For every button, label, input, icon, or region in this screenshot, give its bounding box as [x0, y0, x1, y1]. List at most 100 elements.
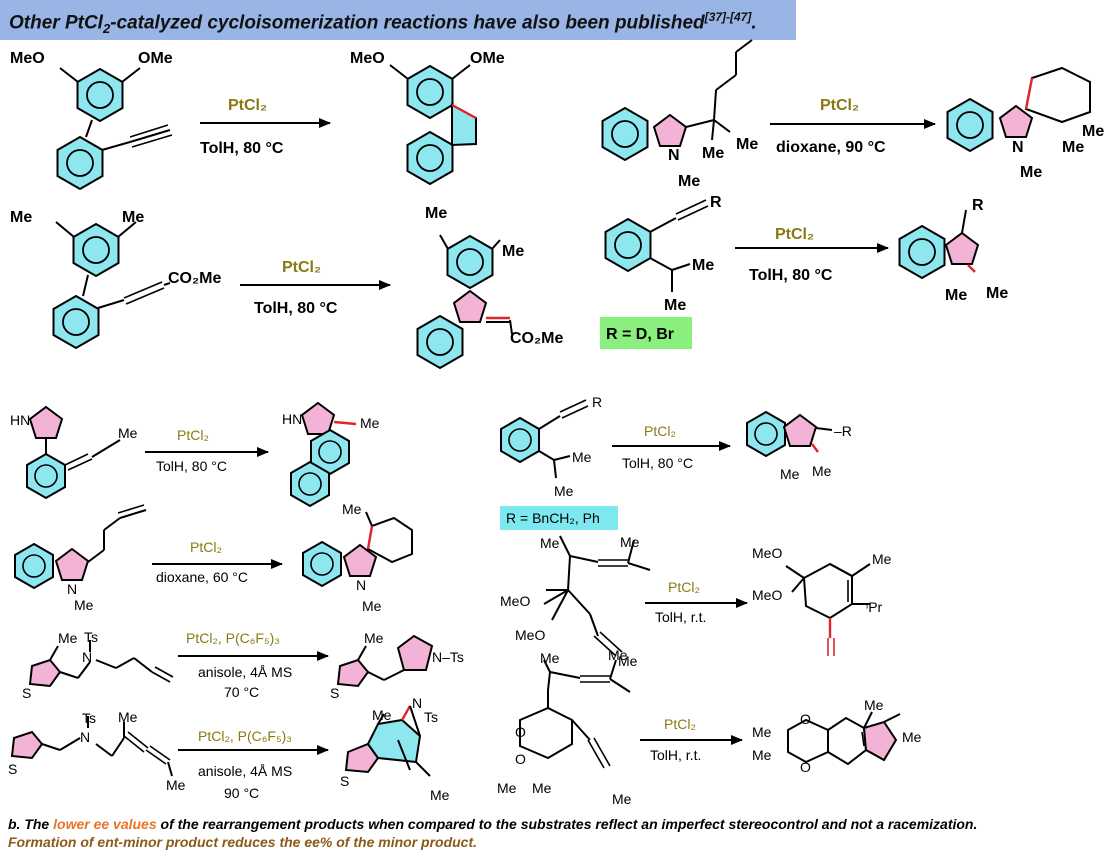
me-label: Me: [540, 535, 560, 551]
me-label: Me: [342, 501, 362, 517]
me-label: Me: [1082, 123, 1104, 140]
ts-label: Ts: [82, 710, 96, 726]
n-label: N: [82, 649, 92, 665]
r3-substrate: Me Me CO₂Me: [10, 209, 221, 349]
meo-label: MeO: [752, 545, 782, 561]
r5-arrow: PtCl₂ TolH, 80 °C: [145, 427, 269, 474]
me-label: Me: [532, 780, 552, 796]
nts-label: N–Ts: [432, 649, 464, 665]
me-label: Me: [864, 697, 884, 713]
me-label: Me: [425, 205, 447, 222]
footnote-text-cont: of the rearrangement products when compa…: [156, 816, 978, 832]
r9-catalyst: PtCl₂, P(C₆F₅)₃: [186, 630, 280, 646]
ipr-label: ᶦPr: [866, 599, 883, 615]
r6-catalyst: PtCl₂: [644, 423, 676, 439]
me-label: Me: [608, 647, 628, 663]
r2-catalyst: PtCl₂: [820, 97, 859, 114]
r8-product: MeO MeO Me ᶦPr: [752, 545, 892, 656]
me-label: Me: [692, 257, 714, 274]
r7-arrow: PtCl₂ dioxane, 60 °C: [152, 539, 283, 585]
me-label: Me: [540, 650, 560, 666]
r10-arrow: PtCl₂, P(C₆F₅)₃ anisole, 4Å MS 90 °C: [178, 728, 329, 801]
me-label: Me: [360, 415, 380, 431]
s-label: S: [330, 685, 339, 701]
r11-product: O O Me Me Me Me: [752, 697, 922, 775]
r3-product: Me Me CO₂Me: [416, 205, 563, 369]
me-label: Me: [74, 597, 94, 613]
footnote-highlight: lower ee values: [53, 816, 157, 832]
o-label: O: [515, 751, 526, 767]
r4-arrow: PtCl₂ TolH, 80 °C: [735, 226, 889, 284]
r11-arrow: PtCl₂ TolH, r.t.: [640, 716, 743, 763]
r4-conditions: TolH, 80 °C: [749, 267, 833, 284]
me-label: Me: [664, 297, 686, 314]
r3-arrow: PtCl₂ TolH, 80 °C: [240, 259, 391, 317]
n-label: N: [356, 577, 366, 593]
me-label: Me: [1062, 139, 1084, 156]
meo-label: MeO: [752, 587, 782, 603]
r11-conditions: TolH, r.t.: [650, 747, 701, 763]
me-label: Me: [752, 747, 772, 763]
me-label: Me: [812, 463, 832, 479]
me-label: Me: [166, 777, 186, 793]
r10-product: S Me N Ts Me: [340, 695, 450, 803]
r10-conditions: anisole, 4Å MS: [198, 763, 292, 779]
r2-conditions: dioxane, 90 °C: [776, 139, 886, 156]
me-label: Me: [364, 630, 384, 646]
r4-r-label: R = D, Br: [606, 326, 674, 343]
me-label: Me: [780, 466, 800, 482]
s-label: S: [22, 685, 31, 701]
r1-conditions: TolH, 80 °C: [200, 140, 284, 157]
me-label: Me: [752, 724, 772, 740]
r8-conditions: TolH, r.t.: [655, 609, 706, 625]
o-label: O: [800, 759, 811, 775]
me-label: Me: [497, 780, 517, 796]
r2-product: N Me Me Me: [946, 66, 1104, 181]
s-label: S: [8, 761, 17, 777]
r9-arrow: PtCl₂, P(C₆F₅)₃ anisole, 4Å MS 70 °C: [178, 630, 329, 700]
r9-temp: 70 °C: [224, 684, 259, 700]
me-label: Me: [10, 209, 32, 226]
me-label: Me: [502, 243, 524, 260]
n-label: N: [668, 147, 680, 164]
meo-label: MeO: [10, 50, 45, 67]
ts-label: Ts: [84, 629, 98, 645]
ome-label: OMe: [138, 50, 173, 67]
r1-arrow: PtCl₂ TolH, 80 °C: [200, 97, 331, 157]
me-label: Me: [1020, 164, 1042, 181]
r8-substrate: Me Me MeO MeO Me: [500, 534, 651, 669]
r5-catalyst: PtCl₂: [177, 427, 209, 443]
me-label: Me: [945, 287, 967, 304]
r5-conditions: TolH, 80 °C: [156, 458, 227, 474]
ts-label: Ts: [424, 709, 438, 725]
r11-substrate: Me Me O O Me Me Me: [497, 647, 632, 807]
r5-product: HN Me: [282, 402, 380, 507]
me-label: Me: [986, 285, 1008, 302]
me-label: Me: [372, 707, 392, 723]
r9-substrate: S Me N Ts: [22, 629, 174, 701]
r4-r-label-box: [600, 317, 692, 349]
r6-r-label: R = BnCH₂, Ph: [506, 510, 600, 526]
s-label: S: [340, 773, 349, 789]
o-label: O: [515, 724, 526, 740]
footnote-line2: Formation of ent-minor product reduces t…: [8, 834, 478, 850]
me-label: Me: [702, 145, 724, 162]
n-label: N: [412, 695, 422, 711]
r10-catalyst: PtCl₂, P(C₆F₅)₃: [198, 728, 292, 744]
footnote-text: b. The: [8, 816, 54, 832]
r2-substrate: N Me Me Me: [601, 39, 758, 190]
r10-temp: 90 °C: [224, 785, 259, 801]
title-banner: Other PtCl2-catalyzed cycloisomerization…: [0, 0, 796, 40]
r6-r-label-box: [500, 506, 618, 530]
ome-label: OMe: [470, 50, 505, 67]
me-label: Me: [572, 449, 592, 465]
r4-catalyst: PtCl₂: [775, 226, 814, 243]
o-label: O: [800, 711, 811, 727]
me-label: Me: [430, 787, 450, 803]
hn-label: HN: [10, 412, 30, 428]
r6-arrow: PtCl₂ TolH, 80 °C: [612, 423, 731, 471]
r1-product: MeO OMe: [350, 50, 505, 185]
me-label: Me: [872, 551, 892, 567]
r-label: R: [592, 394, 602, 410]
n-label: N: [67, 581, 77, 597]
